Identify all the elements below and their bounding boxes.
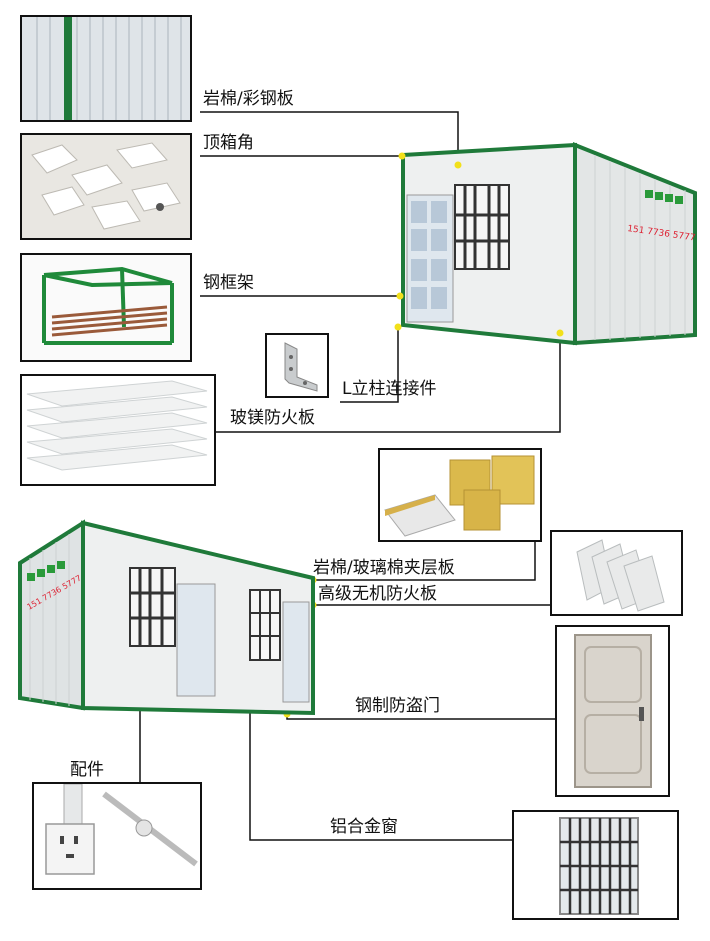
label-glass-magnesium-board: 玻镁防火板	[230, 408, 315, 428]
rock-wool-panel-photo	[20, 15, 192, 122]
l-connector-photo	[265, 333, 329, 398]
container-bottom-image: 151 7736 5777	[18, 519, 315, 716]
l-bracket-image	[267, 335, 327, 396]
label-rock-wool-color-steel: 岩棉/彩钢板	[203, 89, 294, 109]
top-corner-photo	[20, 133, 192, 240]
steel-frame-photo	[20, 253, 192, 362]
label-sandwich-panel: 岩棉/玻璃棉夹层板	[313, 558, 455, 578]
label-inorganic-fireproof-board: 高级无机防火板	[318, 584, 437, 604]
boards-stack-image	[22, 376, 214, 484]
window-image	[514, 812, 677, 918]
label-steel-frame: 钢框架	[203, 273, 254, 293]
frame-image	[22, 255, 190, 360]
corrugated-panel-image	[22, 17, 190, 120]
fireproof-board-image	[552, 532, 681, 614]
label-accessories: 配件	[70, 760, 104, 780]
sandwich-panel-photo	[378, 448, 542, 542]
label-top-corner: 顶箱角	[203, 133, 254, 153]
inorganic-fireproof-board-photo	[550, 530, 683, 616]
accessories-photo	[32, 782, 202, 890]
label-aluminum-window: 铝合金窗	[330, 817, 398, 837]
label-steel-security-door: 钢制防盗门	[355, 696, 440, 716]
sandwich-panel-image	[380, 450, 540, 540]
door-image	[557, 627, 668, 795]
label-l-column-connector: L立柱连接件	[342, 379, 437, 399]
steel-security-door-photo	[555, 625, 670, 797]
container-top-image: 151 7736 5777	[401, 142, 697, 346]
aluminum-window-photo	[512, 810, 679, 920]
corner-fittings-image	[22, 135, 190, 238]
glass-magnesium-board-photo	[20, 374, 216, 486]
accessories-image	[34, 784, 200, 888]
